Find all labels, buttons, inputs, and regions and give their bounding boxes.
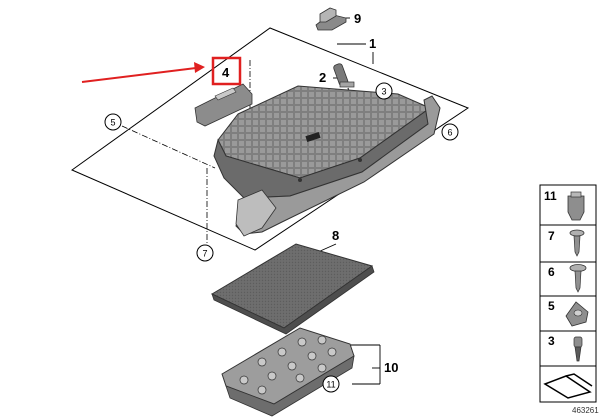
solid-leaders <box>317 17 381 385</box>
clip-icon <box>567 191 585 221</box>
callout-2: 2 <box>319 70 326 85</box>
diagram-number: 463261 <box>572 406 599 415</box>
assembly-frame <box>70 27 470 251</box>
parts-list: 11 7 6 5 <box>539 184 597 403</box>
parts-list-number: 6 <box>548 265 555 279</box>
part-4-flap <box>194 83 253 127</box>
callout-3-circle: 3 <box>375 82 393 100</box>
callout-7: 7 <box>202 249 207 259</box>
parts-list-row: 7 <box>539 224 597 263</box>
part-9-bracket <box>315 7 347 31</box>
pin-icon <box>573 336 583 362</box>
screw-icon <box>569 229 585 257</box>
callout-1: 1 <box>369 36 376 51</box>
callout-10: 10 <box>384 360 398 375</box>
parts-list-row: 6 <box>539 261 597 297</box>
callout-8: 8 <box>332 228 339 243</box>
callout-3: 3 <box>381 87 386 97</box>
parts-list-number: 3 <box>548 334 555 348</box>
screw-icon <box>569 264 587 293</box>
part-10-tray <box>221 327 355 417</box>
part-8-mat <box>210 243 375 335</box>
callout-4: 4 <box>222 65 230 80</box>
highlight-arrow <box>81 62 205 83</box>
parts-list-number: 11 <box>544 189 557 203</box>
callout-11-circle: 11 <box>322 375 340 393</box>
parts-list-number: 7 <box>548 229 555 243</box>
nut-clip-icon <box>565 301 589 327</box>
parts-list-row <box>539 365 597 403</box>
callout-5: 5 <box>110 118 115 128</box>
parts-list-number: 5 <box>548 299 555 313</box>
callout-9: 9 <box>354 11 361 26</box>
callout-11: 11 <box>326 380 335 390</box>
parts-list-row: 11 <box>539 184 597 226</box>
highlight-box <box>211 56 242 86</box>
parts-list-row: 5 <box>539 295 597 332</box>
part-1-glovebox <box>213 85 441 237</box>
callout-5-circle: 5 <box>104 113 122 131</box>
spacer-icon <box>543 373 593 399</box>
callout-6: 6 <box>447 128 452 138</box>
callout-6-circle: 6 <box>441 123 459 141</box>
parts-list-row: 3 <box>539 330 597 367</box>
callout-7-circle: 7 <box>196 244 214 262</box>
